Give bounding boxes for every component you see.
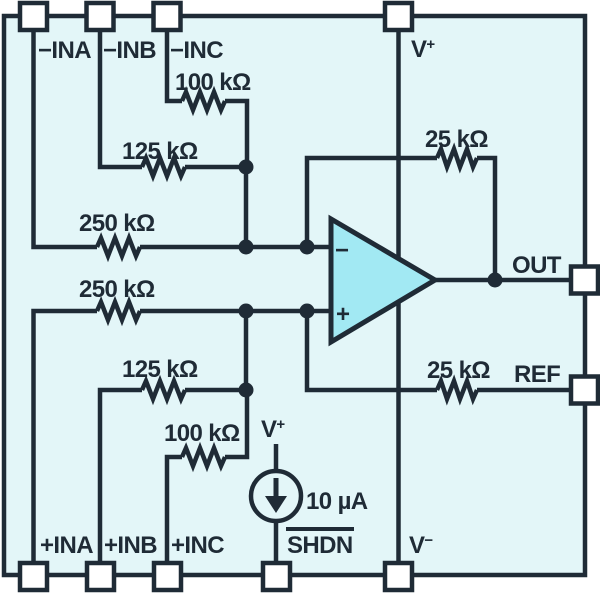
- v-plus-base: V: [411, 36, 427, 63]
- v-plus-sup: +: [426, 36, 435, 53]
- pin-label-shdn: SHDN: [287, 532, 353, 559]
- wire-neg-inb: [97, 27, 246, 170]
- resistor-value-feedback: 25 kΩ: [425, 126, 488, 153]
- opamp-plus-sign: +: [336, 301, 350, 328]
- pin-label-neg-ina: −INA: [38, 37, 91, 64]
- resistor-value-neg-ina: 250 kΩ: [79, 210, 155, 237]
- resistor-symbols: [94, 85, 480, 473]
- current-source-supply-label: V+: [261, 416, 285, 443]
- pin-shdn: [260, 560, 293, 593]
- pin-v-plus: [382, 0, 415, 33]
- resistor-neg-inc-symbol: [179, 85, 228, 117]
- pin-neg-inc: [151, 0, 183, 33]
- pin-neg-inb: [84, 0, 116, 33]
- resistor-pos-inb-symbol: [139, 374, 188, 406]
- wire-feedback: [304, 155, 498, 282]
- resistor-ref-symbol: [434, 374, 480, 406]
- v-minus-base: V: [409, 532, 425, 559]
- pin-out: [568, 264, 600, 296]
- pin-label-pos-inc: +INC: [171, 532, 224, 559]
- resistor-value-neg-inb: 125 kΩ: [122, 138, 198, 165]
- junction-dot: [238, 159, 254, 175]
- resistor-feedback-symbol: [434, 142, 480, 174]
- wire-pos-inb: [97, 387, 246, 565]
- current-source-value: 10 µA: [306, 488, 368, 515]
- junction-dot: [299, 303, 315, 319]
- pin-ref: [568, 374, 600, 406]
- resistor-value-neg-inc: 100 kΩ: [175, 69, 251, 96]
- junction-dot: [299, 239, 315, 255]
- resistor-value-pos-ina: 250 kΩ: [79, 276, 155, 303]
- resistor-neg-inb-symbol: [139, 151, 188, 183]
- resistor-value-ref: 25 kΩ: [427, 357, 490, 384]
- pin-pos-inc: [151, 560, 184, 593]
- junction-dot: [487, 272, 503, 288]
- pin-label-v-minus: V−: [409, 532, 433, 559]
- wire-neg-inc: [164, 27, 250, 167]
- pin-label-neg-inc: −INC: [170, 37, 223, 64]
- junction-dots: [238, 159, 503, 398]
- resistor-value-pos-inb: 125 kΩ: [122, 356, 198, 383]
- v-plus-sup: +: [276, 416, 285, 433]
- wire-ref: [304, 308, 573, 393]
- resistor-neg-ina-symbol: [94, 231, 143, 263]
- junction-dot: [238, 382, 254, 398]
- pin-label-pos-inb: +INB: [104, 532, 157, 559]
- opamp-minus-sign: −: [335, 237, 349, 264]
- resistor-value-pos-inc: 100 kΩ: [164, 420, 240, 447]
- pin-label-out: OUT: [512, 252, 562, 279]
- wire-neg-ina: [31, 27, 307, 250]
- v-plus-base: V: [261, 416, 277, 443]
- pin-neg-ina: [17, 0, 50, 33]
- opamp-symbol: [328, 214, 440, 347]
- wire-pos-ina: [31, 308, 307, 565]
- pin-pos-ina: [17, 560, 50, 593]
- junction-dot: [238, 239, 254, 255]
- junction-dot: [238, 303, 254, 319]
- package-pins: [17, 0, 600, 593]
- pin-v-minus: [382, 560, 415, 593]
- v-minus-sup: −: [424, 532, 433, 549]
- current-source-arrow-head: [265, 496, 287, 513]
- pin-label-pos-ina: +INA: [40, 532, 93, 559]
- resistor-pos-inc-symbol: [179, 441, 228, 473]
- pin-pos-inb: [84, 560, 117, 593]
- pin-label-neg-inb: −INB: [103, 37, 156, 64]
- resistor-pos-ina-symbol: [94, 295, 143, 327]
- pin-label-v-plus: V+: [411, 36, 435, 63]
- pin-label-ref: REF: [514, 361, 560, 388]
- wire-pos-inc: [164, 393, 250, 565]
